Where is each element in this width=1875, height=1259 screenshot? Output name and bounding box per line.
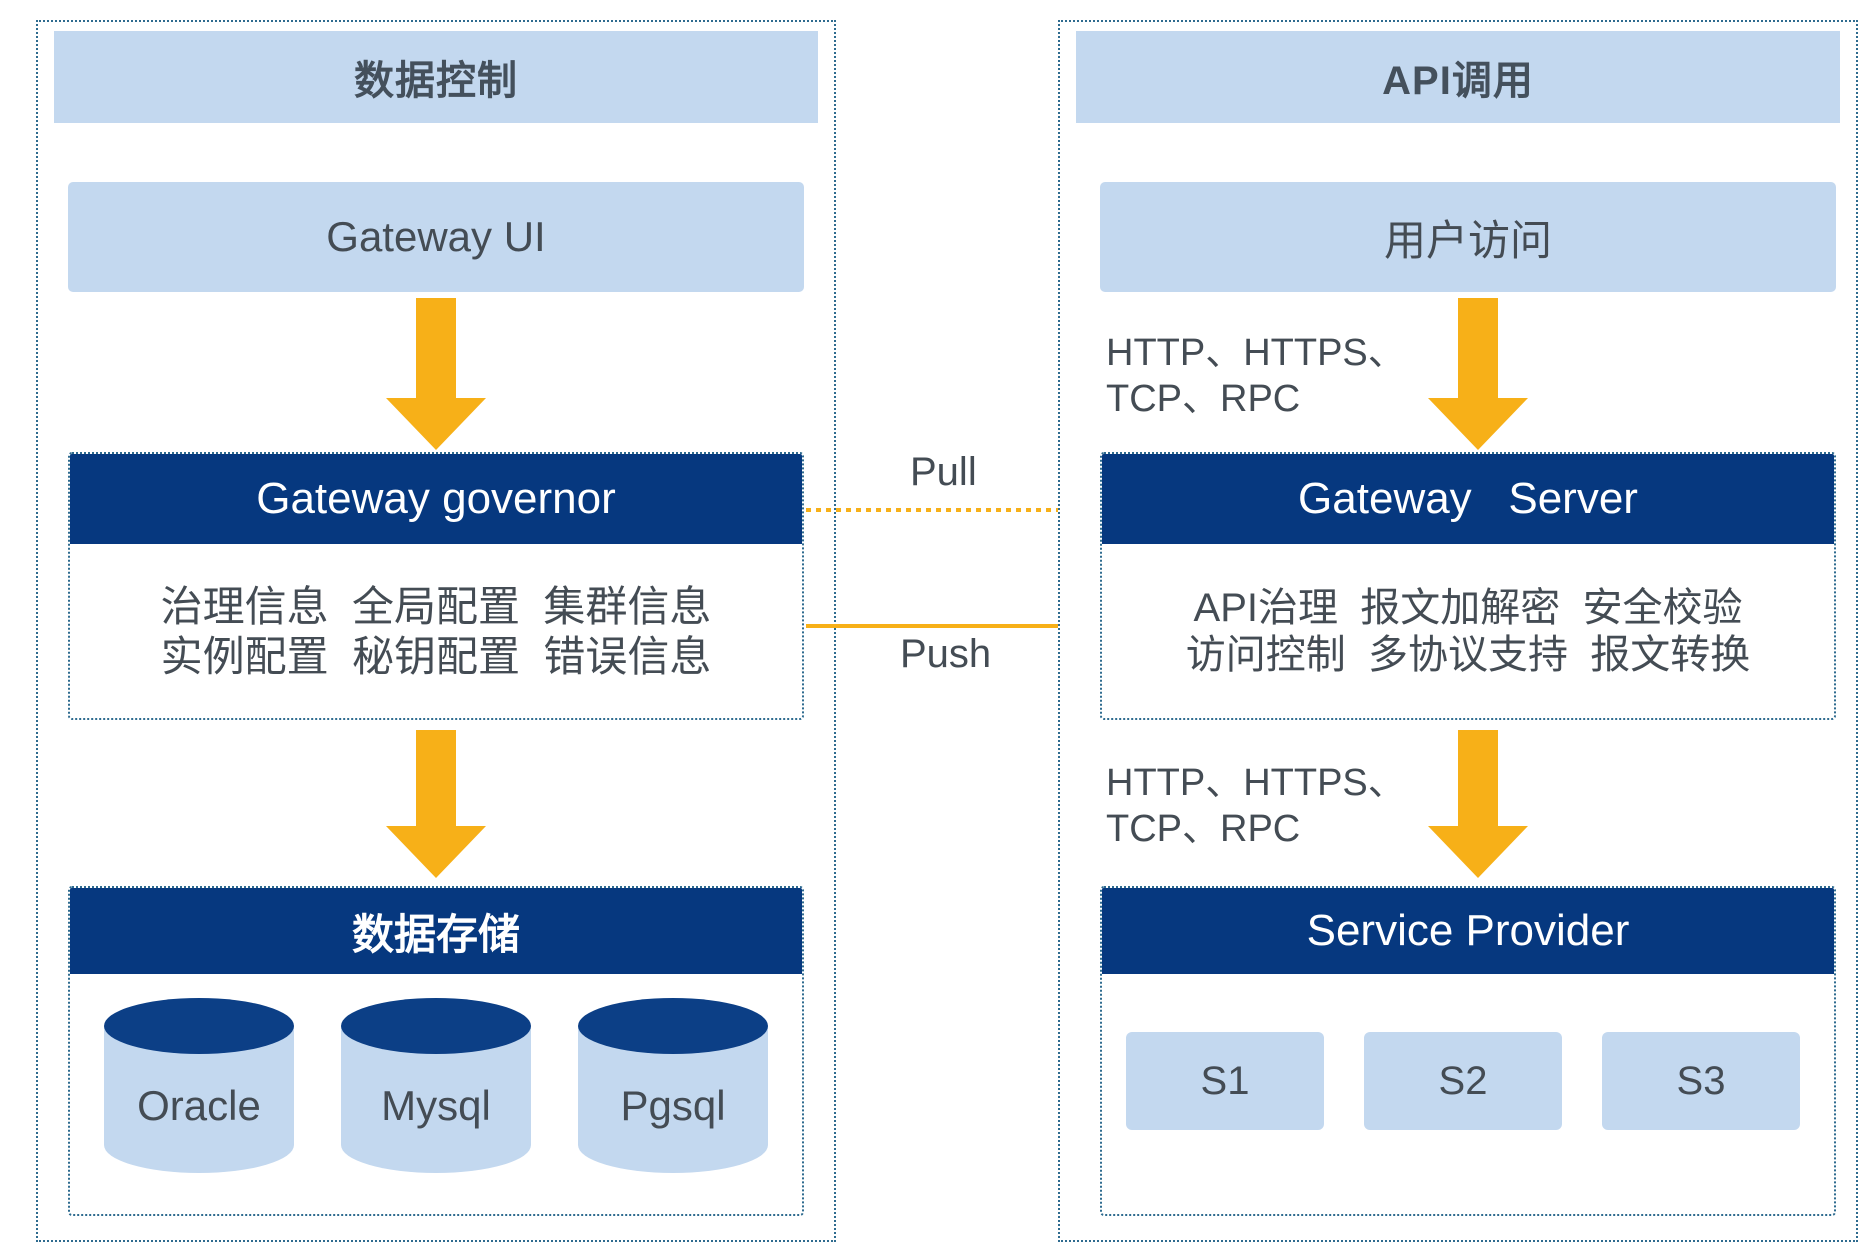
service-label: S2 — [1438, 1058, 1488, 1103]
arrow-gateway-ui-to-governor — [386, 298, 486, 450]
database-cylinder-list: Oracle Mysql Pgsql — [70, 974, 802, 1214]
gateway-server-row-2: 访问控制 多协议支持 报文转换 — [1186, 632, 1750, 679]
gateway-server-card: Gateway Server API治理 报文加解密 安全校验 访问控制 多协议… — [1100, 452, 1836, 720]
arrow-governor-to-storage — [386, 730, 486, 878]
service-box[interactable]: S1 — [1126, 1032, 1324, 1130]
gateway-server-item[interactable]: 多协议支持 — [1368, 633, 1568, 677]
service-label: S3 — [1676, 1058, 1726, 1103]
user-access-label: 用户访问 — [1383, 216, 1552, 264]
gateway-server-row-1: API治理 报文加解密 安全校验 — [1194, 585, 1743, 632]
governor-item[interactable]: 集群信息 — [543, 583, 712, 631]
gateway-server-item[interactable]: 报文加解密 — [1360, 585, 1561, 630]
data-storage-header: 数据存储 — [70, 888, 802, 974]
spacer — [520, 582, 543, 632]
gateway-server-item[interactable]: API治理 — [1193, 585, 1338, 630]
service-box[interactable]: S3 — [1602, 1032, 1800, 1130]
gateway-server-body: API治理 报文加解密 安全校验 访问控制 多协议支持 报文转换 — [1102, 544, 1834, 720]
spacer — [1346, 632, 1368, 679]
left-panel-title: 数据控制 — [54, 31, 818, 123]
service-box[interactable]: S2 — [1364, 1032, 1562, 1130]
service-provider-card: Service Provider S1 S2 S3 — [1100, 886, 1836, 1216]
gateway-server-header: Gateway Server — [1102, 454, 1834, 544]
gateway-governor-body: 治理信息 全局配置 集群信息 实例配置 秘钥配置 错误信息 — [70, 544, 802, 720]
spacer — [1560, 585, 1582, 632]
data-storage-card: 数据存储 Oracle Mysql — [68, 886, 804, 1216]
governor-row-2: 实例配置 秘钥配置 错误信息 — [161, 632, 712, 682]
gateway-ui-box[interactable]: Gateway UI — [68, 182, 804, 292]
spacer — [329, 582, 352, 632]
gateway-server-item[interactable]: 报文转换 — [1590, 633, 1751, 677]
database-cylinder[interactable]: Oracle — [104, 998, 294, 1173]
gateway-server-item[interactable]: 安全校验 — [1582, 585, 1743, 630]
spacer — [329, 632, 352, 682]
service-list: S1 S2 S3 — [1102, 974, 1834, 1214]
governor-item[interactable]: 秘钥配置 — [351, 633, 520, 680]
database-cylinder[interactable]: Pgsql — [578, 998, 768, 1173]
spacer — [1338, 585, 1360, 632]
arrow-user-access-to-gateway-server — [1428, 298, 1528, 450]
gateway-server-item[interactable]: 访问控制 — [1185, 633, 1346, 677]
gateway-ui-label: Gateway UI — [326, 213, 546, 260]
push-label: Push — [900, 632, 992, 676]
governor-item[interactable]: 全局配置 — [351, 583, 520, 631]
database-cylinder[interactable]: Mysql — [341, 998, 531, 1173]
governor-item[interactable]: 治理信息 — [160, 583, 329, 631]
service-provider-header: Service Provider — [1102, 888, 1834, 974]
spacer — [1568, 632, 1590, 679]
gateway-governor-header: Gateway governor — [70, 454, 802, 544]
governor-row-1: 治理信息 全局配置 集群信息 — [161, 582, 712, 632]
protocol-caption-bottom: HTTP、HTTPS、 TCP、RPC — [1106, 762, 1406, 851]
governor-item[interactable]: 实例配置 — [160, 633, 329, 680]
protocol-caption-top: HTTP、HTTPS、 TCP、RPC — [1106, 332, 1406, 421]
gateway-governor-card: Gateway governor 治理信息 全局配置 集群信息 实例配置 秘钥配… — [68, 452, 804, 720]
right-panel-title: API调用 — [1076, 31, 1840, 123]
user-access-box[interactable]: 用户访问 — [1100, 182, 1836, 292]
spacer — [520, 632, 543, 682]
governor-item[interactable]: 错误信息 — [543, 633, 712, 680]
pull-label: Pull — [910, 450, 977, 494]
service-label: S1 — [1200, 1058, 1250, 1103]
pull-connector — [806, 502, 1082, 518]
arrow-gateway-server-to-service-provider — [1428, 730, 1528, 878]
